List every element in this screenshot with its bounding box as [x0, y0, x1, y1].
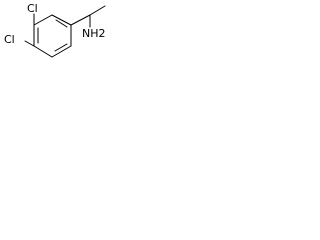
ring-bond-top-right	[51, 14, 72, 26]
ring-double-bond-inner-right	[54, 43, 68, 52]
bond-ring-to-side-carbon	[70, 14, 91, 26]
atom-label-nh2: NH2	[82, 27, 106, 40]
ring-bond-bottom-right	[51, 45, 72, 58]
ring-bond-top-left	[33, 14, 53, 26]
bond-side-carbon-to-methyl	[89, 5, 106, 16]
atom-label-cl-top: Cl	[27, 2, 38, 15]
ring-bond-bottom-left	[33, 45, 53, 58]
atom-label-cl-left: Cl	[4, 33, 15, 46]
chemical-structure-diagram: Cl Cl NH2	[4, 2, 106, 58]
benzene-ring	[33, 14, 72, 58]
bond-to-cl-left	[24, 40, 35, 47]
ring-double-bond-inner-top	[55, 19, 68, 28]
